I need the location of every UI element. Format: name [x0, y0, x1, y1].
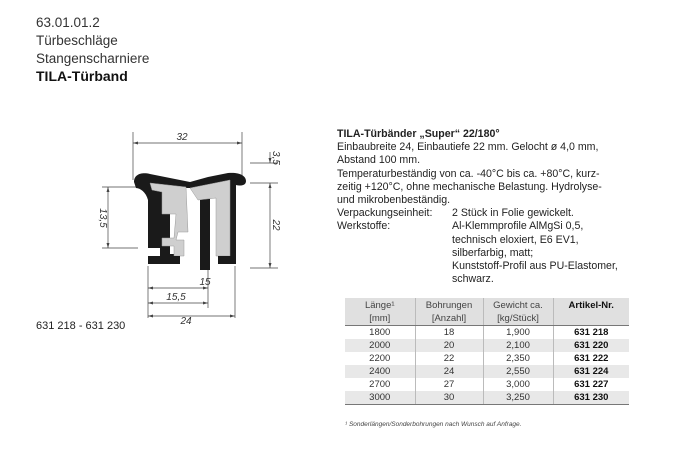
material-line: Al-Klemmprofile AlMgSi 0,5,: [452, 220, 584, 233]
cell-weight: 3,000: [482, 378, 553, 391]
cell-article: 631 227: [552, 378, 629, 391]
cell-article: 631 230: [552, 391, 629, 405]
dim-label-inner2: 15,5: [166, 292, 186, 303]
column-unit: [kg/Stück]: [482, 312, 553, 326]
arrowhead: [203, 286, 208, 290]
column-unit: [Anzahl]: [414, 312, 483, 326]
table-row: 2000 20 2,100 631 220: [345, 339, 629, 352]
material-line: Kunststoff-Profil aus PU-Elastomer,: [452, 259, 618, 272]
cell-article: 631 222: [552, 352, 629, 365]
material-spec: Werkstoffe: Al-Klemmprofile AlMgSi 0,5,: [337, 220, 637, 233]
arrowhead: [133, 141, 138, 145]
arrowhead: [203, 301, 208, 305]
dim-label-left-height: 13,5: [97, 208, 108, 228]
cell-weight: 3,250: [482, 391, 553, 405]
cell-holes: 18: [414, 325, 483, 339]
arrowhead: [230, 314, 235, 318]
column-header-article: Artikel-Nr.: [552, 298, 629, 312]
material-line: silberfarbig, matt;: [452, 246, 534, 259]
cell-article: 631 220: [552, 339, 629, 352]
profile-technical-drawing: 32 3,5 22 13,5 15 15,5 24: [97, 132, 281, 327]
description-line: Abstand 100 mm.: [337, 154, 421, 167]
cell-length: 2000: [345, 339, 415, 352]
cell-length: 1800: [369, 327, 391, 338]
article-number-range: 631 218 - 631 230: [36, 320, 126, 332]
product-title: TILA-Türband: [36, 68, 128, 84]
arrowhead: [148, 286, 153, 290]
column-header-weight: Gewicht ca.: [482, 298, 553, 312]
dim-label-width-top: 32: [176, 132, 188, 143]
column-unit: [mm]: [345, 312, 415, 326]
description-line: Einbaubreite 24, Einbautiefe 22 mm. Gelo…: [337, 141, 599, 154]
packaging-label: Verpackungseinheit:: [337, 207, 433, 220]
dim-label-inner: 15: [199, 277, 211, 288]
column-header-holes: Bohrungen: [414, 298, 483, 312]
profile-base-black-right: [218, 256, 236, 264]
material-label: Werkstoffe:: [337, 220, 391, 233]
arrowhead: [106, 243, 110, 248]
description-line: Temperaturbeständig von ca. -40°C bis ca…: [337, 167, 600, 180]
cell-length: 2200: [369, 353, 391, 364]
subcategory-title: Stangenscharniere: [36, 51, 150, 66]
profile-aluminium-gray: [149, 182, 189, 257]
arrowhead: [237, 141, 242, 145]
profile-base-black: [148, 256, 180, 264]
description-line: und mikrobenbeständig.: [337, 194, 451, 207]
cell-weight: 2,550: [482, 365, 553, 378]
table-row: 3000 30 3,250 631 230: [345, 391, 629, 405]
arrowhead: [148, 314, 153, 318]
arrowhead: [268, 183, 272, 188]
cell-weight: 2,350: [482, 352, 553, 365]
table-row: 2200 22 2,350 631 222: [345, 352, 629, 365]
packaging-spec: Verpackungseinheit: 2 Stück in Folie gew…: [337, 207, 637, 220]
cell-holes: 20: [414, 339, 483, 352]
dim-label-top-offset: 3,5: [270, 151, 281, 165]
cell-weight: 1,900: [482, 325, 553, 339]
table-row: 2700 27 3,000 631 227: [345, 378, 629, 391]
cell-holes: 30: [414, 391, 483, 405]
product-description: TILA-Türbänder „Super“ 22/180° Einbaubre…: [337, 128, 637, 286]
cell-holes: 24: [414, 365, 483, 378]
table-row: 1800 18 1,900 631 218: [345, 325, 629, 339]
cell-article: 631 218: [552, 325, 629, 339]
material-line: technisch eloxiert, E6 EV1,: [452, 233, 579, 246]
cell-length: 3000: [345, 391, 415, 405]
description-line: zeitig +120°C, ohne mechanische Belastun…: [337, 180, 602, 193]
packaging-value: 2 Stück in Folie gewickelt.: [452, 207, 574, 220]
cell-weight: 2,100: [482, 339, 553, 352]
cell-length: 2700: [369, 379, 391, 390]
cell-length: 2400: [345, 365, 415, 378]
material-line: schwarz.: [452, 273, 494, 286]
arrowhead: [106, 187, 110, 192]
dim-label-right-height: 22: [270, 218, 281, 231]
arrowhead: [268, 263, 272, 268]
cell-holes: 22: [414, 352, 483, 365]
cell-article: 631 224: [552, 365, 629, 378]
description-title: TILA-Türbänder „Super“ 22/180°: [337, 128, 500, 140]
arrowhead: [268, 158, 272, 163]
table-row: 2400 24 2,550 631 224: [345, 365, 629, 378]
category-title: Türbeschläge: [36, 33, 118, 48]
column-header-length: Länge¹: [345, 298, 415, 312]
dim-label-base: 24: [179, 316, 192, 327]
cell-holes: 27: [414, 378, 483, 391]
arrowhead: [148, 301, 153, 305]
table-footnote: ¹ Sonderlängen/Sonderbohrungen nach Wuns…: [345, 421, 522, 428]
catalog-code: 63.01.01.2: [36, 15, 100, 30]
column-unit: [552, 312, 629, 326]
article-table: Länge¹ Bohrungen Gewicht ca. Artikel-Nr.…: [345, 298, 629, 405]
